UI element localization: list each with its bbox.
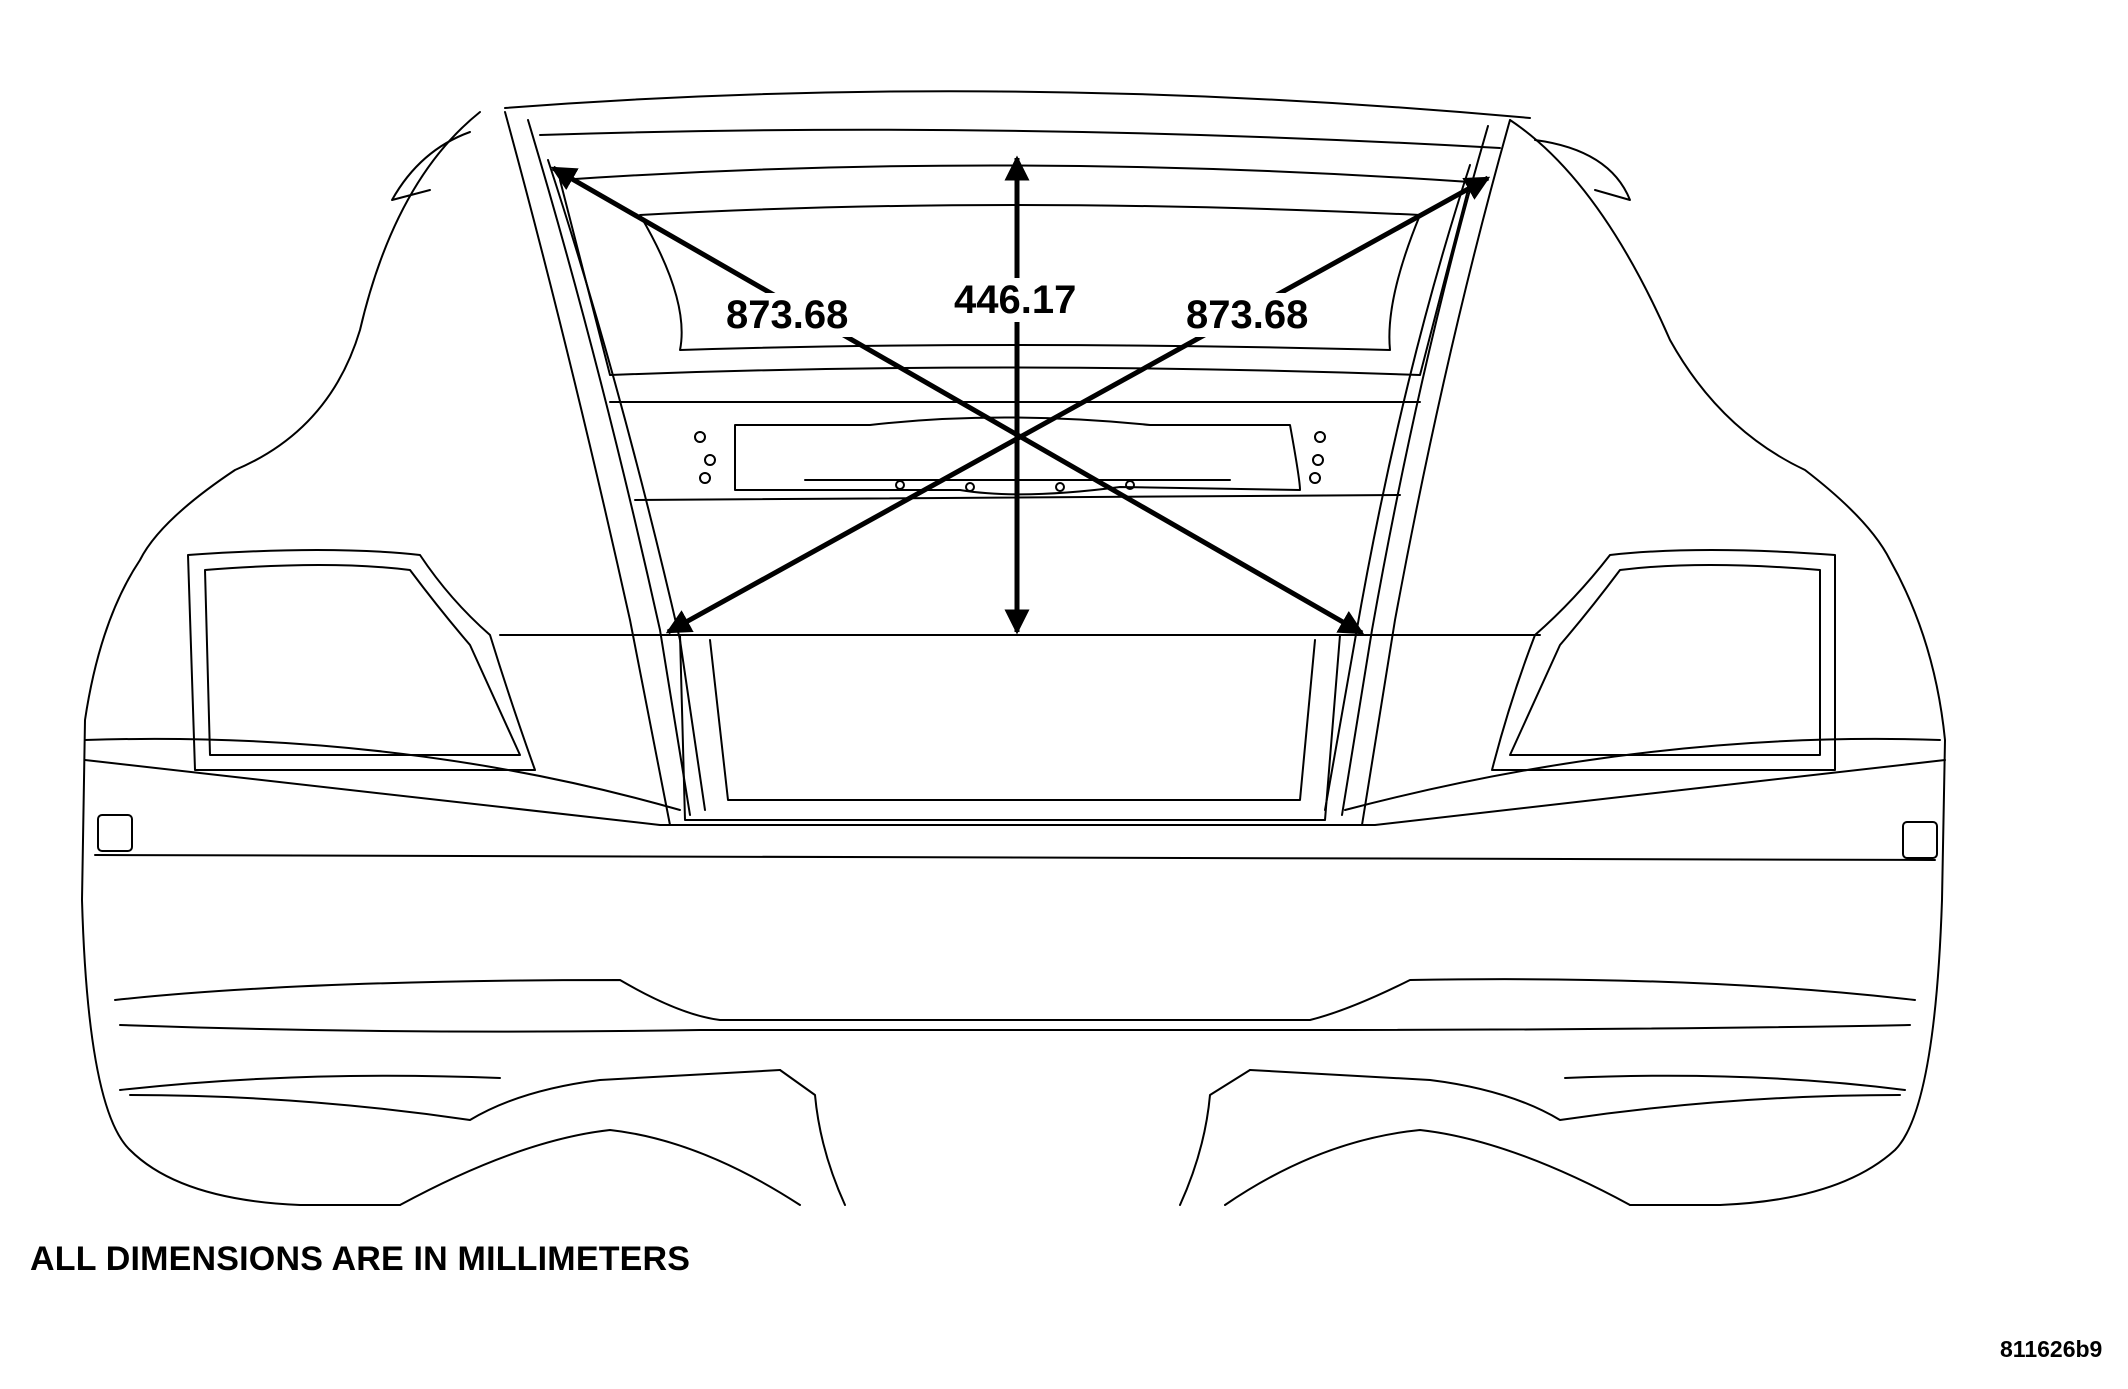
right-fender: [1509, 119, 1946, 1206]
hole: [1314, 431, 1326, 443]
diffuser-inner-left: [399, 1129, 801, 1206]
hole: [895, 480, 905, 490]
dimensions-unit-note: ALL DIMENSIONS ARE IN MILLIMETERS: [30, 1240, 691, 1278]
diagonal-arrow-right: [665, 175, 1491, 635]
car-outline: [81, 90, 1946, 1206]
diagonal-arrow-left: [550, 165, 1365, 636]
diagonal-left-dimension-label: 873.68: [722, 293, 853, 337]
hole: [1309, 472, 1321, 484]
diffuser-left: [129, 1069, 781, 1121]
dimension-arrows: [550, 155, 1491, 636]
diffuser-fin-left: [779, 1069, 846, 1206]
bumper-upper-line: [84, 759, 1946, 826]
left-tail-light-inner: [204, 564, 521, 756]
right-spoiler-tip: [1534, 139, 1631, 201]
hole: [1312, 454, 1324, 466]
diffuser-fin-right: [1179, 1069, 1251, 1206]
right-tail-light-outer: [1491, 549, 1836, 771]
hole: [704, 454, 716, 466]
roof-line: [504, 90, 1531, 119]
hole: [699, 472, 711, 484]
bumper-lower-line-right: [1564, 1074, 1906, 1091]
diffuser-inner-right: [1224, 1129, 1631, 1206]
license-plate-area: [679, 634, 1341, 821]
hole: [965, 482, 975, 492]
figure-id: 811626b9: [2000, 1336, 2103, 1362]
roof-inner-line: [539, 128, 1501, 149]
bumper-main-line: [94, 854, 1936, 861]
right-pillar-outer: [1361, 119, 1511, 826]
diffuser-right: [1249, 1069, 1901, 1121]
left-pillar-mid: [527, 119, 691, 816]
diagonal-right-dimension-label: 873.68: [1182, 293, 1313, 337]
bumper-lower-groove-2: [119, 1024, 1911, 1033]
left-spoiler-tip: [391, 131, 471, 201]
left-fender: [81, 111, 481, 1206]
bumper-top-line-right: [1344, 737, 1941, 811]
hole: [694, 431, 706, 443]
bumper-top-line: [84, 737, 681, 811]
left-reflector: [97, 814, 133, 852]
left-tail-light-outer: [187, 549, 536, 771]
bumper-lower-groove: [114, 978, 1916, 1021]
bumper-lower-line: [119, 1074, 501, 1091]
right-pillar-inner: [1324, 164, 1471, 811]
right-reflector: [1902, 821, 1938, 859]
hole: [1055, 482, 1065, 492]
license-plate-inner: [709, 639, 1316, 801]
right-tail-light-inner: [1509, 564, 1821, 756]
height-dimension-label: 446.17: [950, 278, 1081, 322]
